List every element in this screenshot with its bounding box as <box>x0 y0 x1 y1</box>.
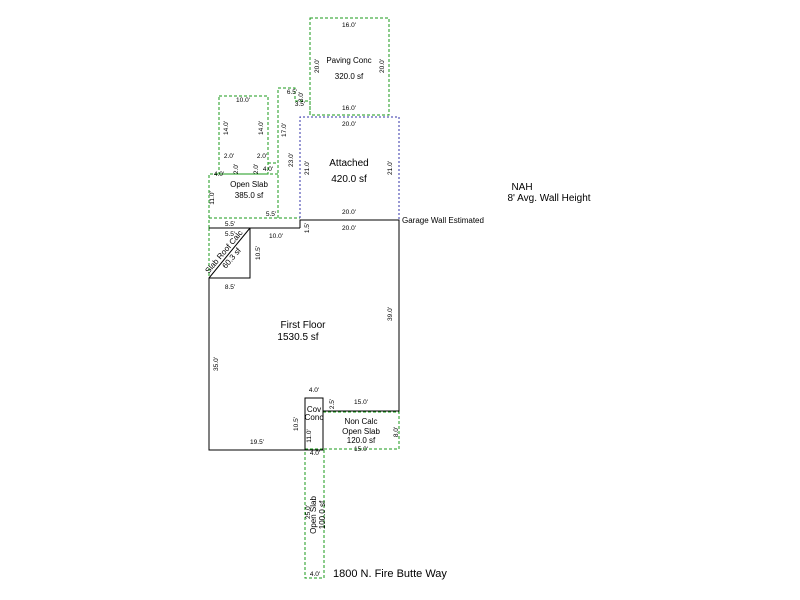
dim-garage-20: 20.0' <box>342 225 356 232</box>
open-slab-left-label: Open Slab <box>230 180 268 189</box>
paving-label: Paving Conc <box>326 56 371 65</box>
wall-height-label: 8' Avg. Wall Height <box>507 193 590 204</box>
dim-ff-bottom: 19.5' <box>250 439 264 446</box>
open-slab-left-outline <box>208 173 278 228</box>
dim-garage-left: 1.5' <box>304 223 311 233</box>
non-calc-outline <box>323 411 400 450</box>
dim-paving-bottom: 16.0' <box>342 105 356 112</box>
dim-ff-105: 10.5' <box>255 246 262 260</box>
attached-size: 420.0 sf <box>331 174 367 185</box>
cov-conc-label-2: Conc <box>305 413 324 422</box>
dim-ff-right: 39.0' <box>387 307 394 321</box>
garage-wall-note: Garage Wall Estimated <box>402 216 484 225</box>
dim-osl-3: 3.0' <box>298 92 305 102</box>
dim-paving-left: 20.0' <box>314 59 321 73</box>
dim-ff-left: 35.0' <box>213 357 220 371</box>
address-label: 1800 N. Fire Butte Way <box>333 568 447 580</box>
dim-osl-11: 11.0' <box>209 191 216 204</box>
first-floor-label: First Floor <box>281 320 327 331</box>
dim-attached-top: 20.0' <box>342 121 356 128</box>
open-slab-left-size: 385.0 sf <box>235 191 264 200</box>
dim-os-bottom-25: 25.0' <box>305 505 312 519</box>
dim-attached-right: 21.0' <box>387 161 394 175</box>
open-slab-bottom-label: Open Slab <box>309 496 318 534</box>
dim-cov-25: 2.5' <box>329 399 336 409</box>
dim-paving-right: 20.0' <box>379 59 386 73</box>
dim-osl-2c: 2.0' <box>233 164 240 174</box>
dim-osl-14a: 14.0' <box>223 121 230 135</box>
dim-cov-11: 11.0' <box>306 429 313 442</box>
dim-nc-bottom: 15.0' <box>354 446 368 453</box>
dim-os-bottom-4a: 4.0' <box>310 450 320 457</box>
dim-osl-17: 17.0' <box>281 123 288 137</box>
dim-osl-4b: 4.0' <box>263 166 273 173</box>
dim-osl-14b: 14.0' <box>258 121 265 135</box>
paving-size: 320.0 sf <box>335 72 364 81</box>
dim-ff-85: 8.5' <box>225 284 235 291</box>
dim-ff-4: 4.0' <box>309 387 319 394</box>
dim-attached-left: 21.0' <box>304 161 311 175</box>
dim-cov-105: 10.5' <box>293 417 300 431</box>
slab-roof-diagonal <box>208 227 251 279</box>
dim-osl-10: 10.0' <box>236 97 250 104</box>
nah-label: NAH <box>511 182 532 193</box>
dim-ff-15: 15.0' <box>354 399 368 406</box>
cov-conc-label-1: Cov <box>307 405 321 414</box>
dim-osl-55c: 5.5' <box>266 211 276 218</box>
open-slab-bottom-outline <box>304 448 325 579</box>
non-calc-size: 120.0 sf <box>347 436 376 445</box>
dim-os-bottom-4b: 4.0' <box>310 571 320 578</box>
dim-attached-bottom: 20.0' <box>342 209 356 216</box>
dim-osl-35: 3.5' <box>295 101 305 108</box>
dim-osl-65: 6.5' <box>287 89 297 96</box>
paving-conc-outline <box>309 17 390 116</box>
cov-conc-outline <box>304 397 324 451</box>
dim-osl-2d: 2.0' <box>253 164 260 174</box>
dim-osl-2b: 2.0' <box>257 153 267 160</box>
dim-osl-2a: 2.0' <box>224 153 234 160</box>
stair-slab-outline <box>277 87 311 218</box>
dim-osl-55b: 5.5' <box>225 231 235 238</box>
non-calc-label-2: Open Slab <box>342 427 380 436</box>
dim-osl-23: 23.0' <box>288 153 295 167</box>
dim-osl-4: 4.0' <box>214 171 224 178</box>
dim-nc-right: 8.0' <box>393 427 400 437</box>
dim-ff-10: 10.0' <box>269 233 283 240</box>
dim-osl-55a: 5.5' <box>225 221 235 228</box>
dim-paving-top: 16.0' <box>342 22 356 29</box>
attached-label: Attached <box>329 158 368 169</box>
non-calc-label: Non Calc <box>345 417 378 426</box>
upper-slab-outline <box>218 95 269 175</box>
open-slab-bottom-size: 100.0 sf <box>318 500 327 529</box>
first-floor-size: 1530.5 sf <box>277 332 318 343</box>
